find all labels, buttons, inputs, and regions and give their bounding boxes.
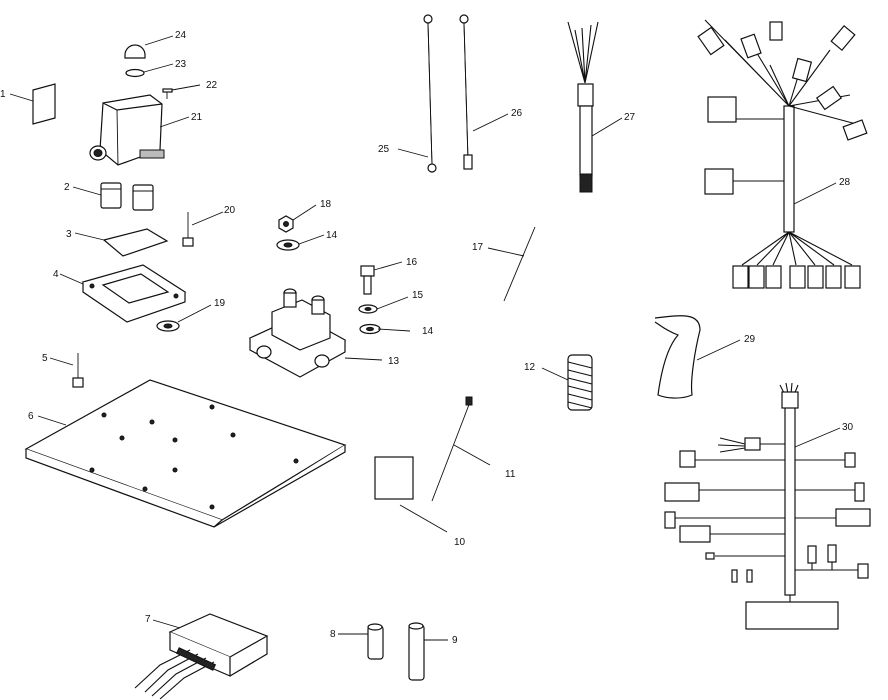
part-regulator <box>134 613 269 700</box>
callout-15: 15 <box>412 290 424 301</box>
part-fuse-8 <box>367 623 384 660</box>
callout-29: 29 <box>744 334 756 345</box>
callout-6: 6 <box>28 411 34 422</box>
part-probe <box>503 226 536 302</box>
part-harness-28 <box>697 19 868 289</box>
leader-lines <box>9 35 841 641</box>
callout-20: 20 <box>224 205 236 216</box>
callout-10: 10 <box>454 537 466 548</box>
callout-26: 26 <box>511 108 523 119</box>
callout-14a: 14 <box>326 230 338 241</box>
callout-27: 27 <box>624 112 636 123</box>
part-bolt-16 <box>360 265 375 295</box>
callout-25: 25 <box>378 144 390 155</box>
callout-23: 23 <box>175 59 187 70</box>
part-harness-30 <box>664 382 871 630</box>
part-housing <box>89 94 165 166</box>
callout-16: 16 <box>406 257 418 268</box>
callout-2: 2 <box>64 182 70 193</box>
callout-8: 8 <box>330 629 336 640</box>
callout-7: 7 <box>145 614 151 625</box>
callout-11: 11 <box>505 469 516 480</box>
part-decal <box>32 83 56 125</box>
callout-24: 24 <box>175 30 187 41</box>
callout-12: 12 <box>524 362 536 373</box>
part-base <box>81 264 187 323</box>
part-nut <box>278 215 294 233</box>
callout-9: 9 <box>452 635 458 646</box>
part-blocks <box>100 182 154 211</box>
part-washer-15 <box>358 304 378 314</box>
callout-17: 17 <box>472 242 484 253</box>
part-cable-26 <box>459 14 473 170</box>
callout-18: 18 <box>320 199 332 210</box>
callout-19: 19 <box>214 298 226 309</box>
part-gasket <box>102 228 169 257</box>
callout-30: 30 <box>842 422 854 433</box>
part-fuse-9 <box>408 622 425 681</box>
callout-3: 3 <box>66 229 72 240</box>
callout-labels: 1 2 3 4 5 6 7 8 9 10 11 12 13 14 14 15 1… <box>0 30 854 646</box>
callout-13: 13 <box>388 356 400 367</box>
part-washer-14a <box>276 239 300 251</box>
callout-22: 22 <box>206 80 218 91</box>
part-mount-plate <box>24 379 347 528</box>
part-spring <box>567 354 593 411</box>
part-solenoid <box>248 288 347 378</box>
part-washer-19 <box>156 320 180 332</box>
part-washer-14b <box>359 323 381 335</box>
callout-14b: 14 <box>422 326 434 337</box>
callout-21: 21 <box>191 112 203 123</box>
part-label <box>374 456 414 500</box>
part-bolt-20 <box>182 212 194 247</box>
part-cap <box>124 44 146 78</box>
part-harness-27 <box>567 21 599 193</box>
part-bolt-5 <box>72 353 84 388</box>
part-cable-25 <box>423 14 437 173</box>
part-seal <box>654 315 701 399</box>
callout-28: 28 <box>839 177 851 188</box>
part-tie-strap <box>431 396 473 502</box>
part-screw-small <box>162 88 173 99</box>
callout-5: 5 <box>42 353 48 364</box>
callout-4: 4 <box>53 269 59 280</box>
callout-1: 1 <box>0 89 6 100</box>
